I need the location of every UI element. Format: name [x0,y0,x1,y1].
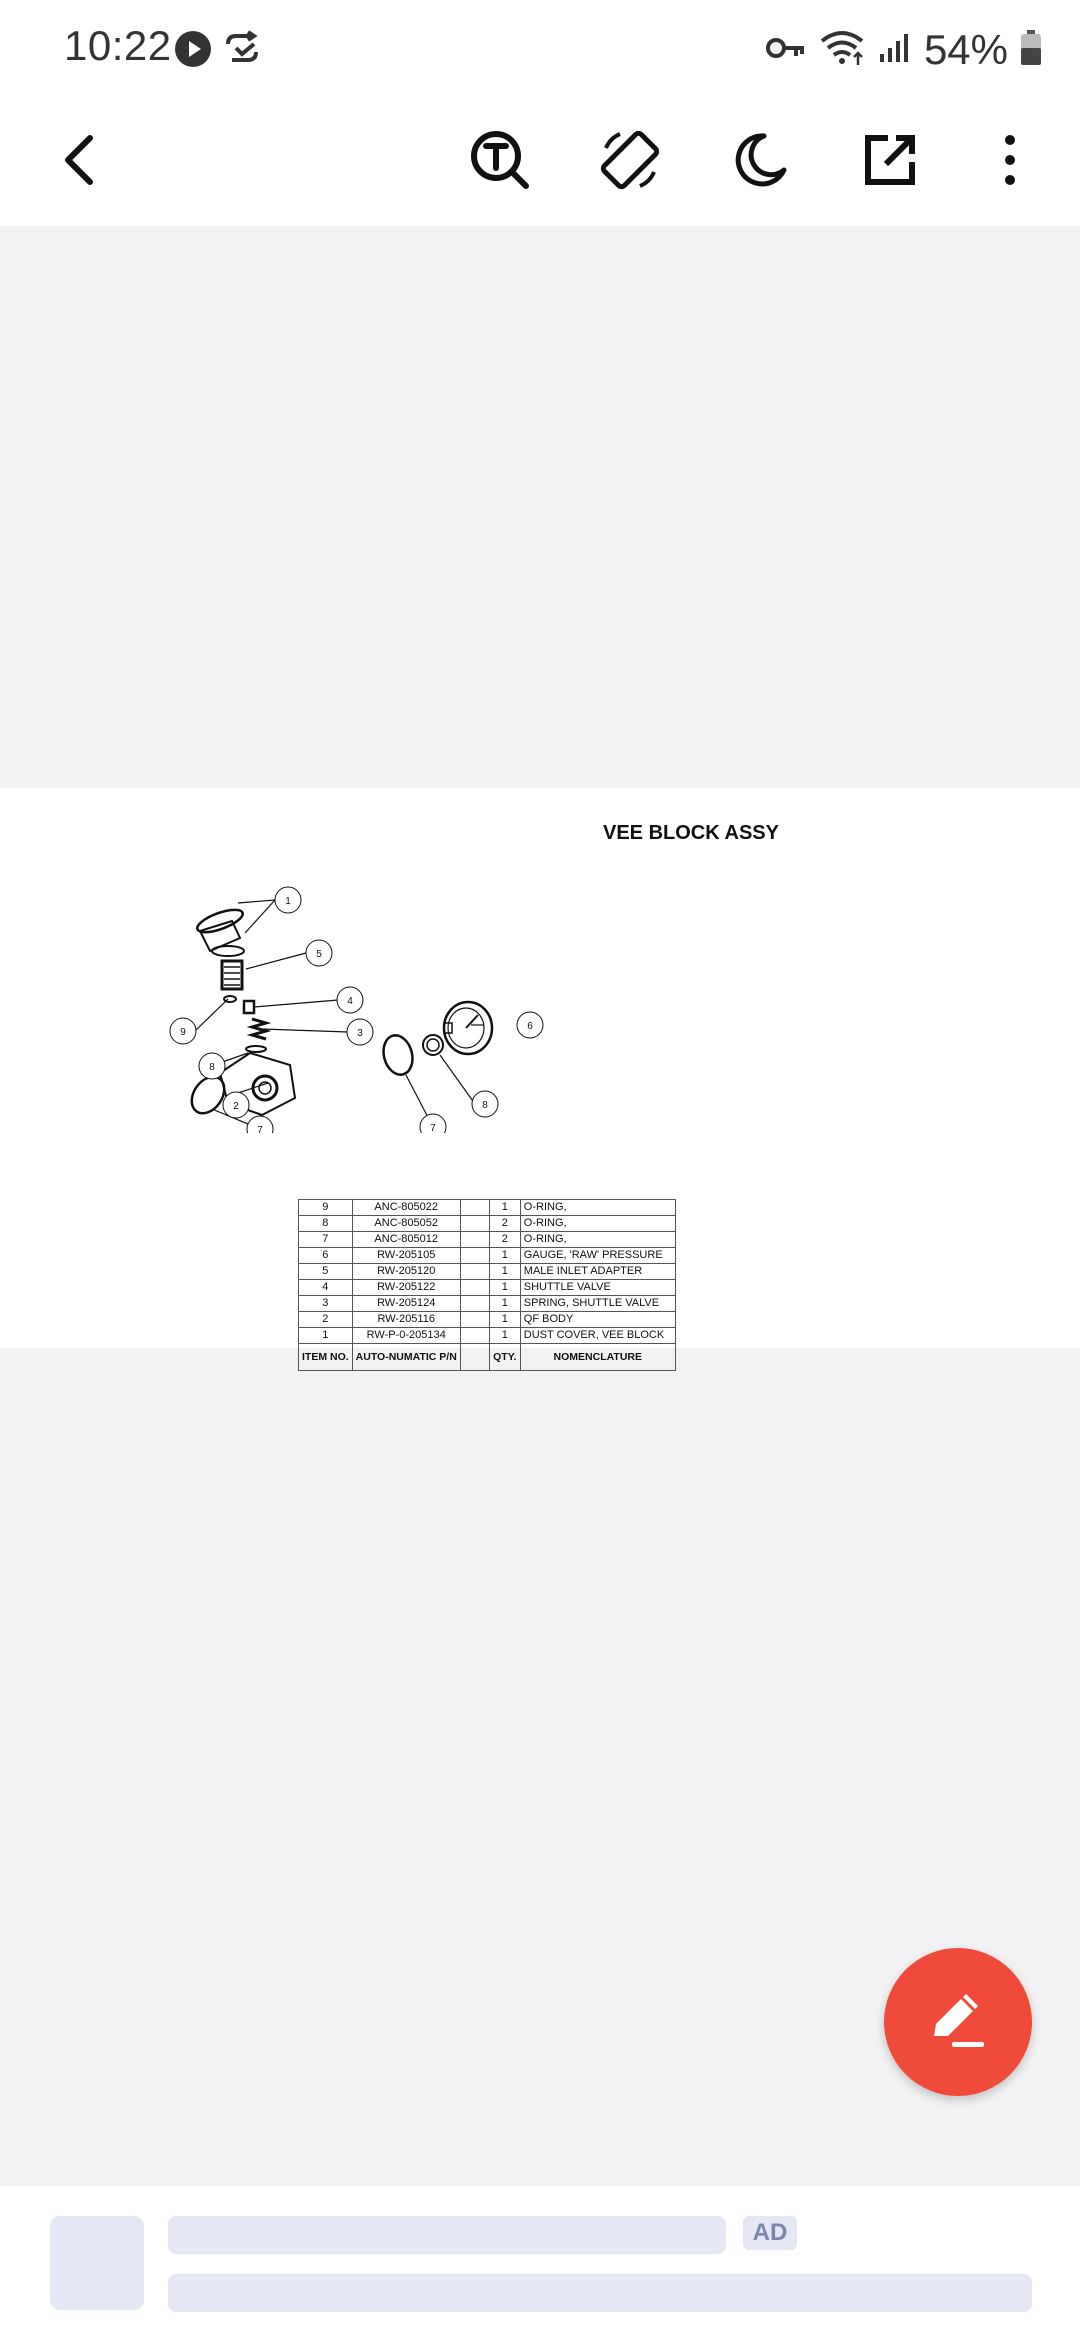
table-row: 5 RW-205120 1 MALE INLET ADAPTER [298,1263,676,1280]
table-row: 8 ANC-805052 2 O-RING, [298,1215,676,1232]
ad-badge: AD [743,2216,797,2250]
night-mode-button[interactable] [718,120,802,204]
battery-icon [1020,29,1042,71]
battery-percent: 54% [923,26,1008,73]
table-row: 9 ANC-805022 1 O-RING, [298,1199,676,1216]
table-row: 2 RW-205116 1 QF BODY [298,1311,676,1328]
table-row: 4 RW-205122 1 SHUTTLE VALVE [298,1279,676,1296]
top-toolbar [0,100,1080,226]
edit-icon [922,1984,994,2061]
callout-6: 6 [527,1021,533,1032]
document-page: VEE BLOCK ASSY [0,788,1080,1371]
text-search-button[interactable] [458,120,542,204]
rotate-icon [596,126,664,199]
parts-list-table: 9 ANC-805022 1 O-RING, 8 ANC-805052 2 O-… [298,1199,676,1371]
edit-fab-button[interactable] [884,1948,1032,2096]
callout-7-left: 7 [257,1125,263,1133]
table-row: 3 RW-205124 1 SPRING, SHUTTLE VALVE [298,1295,676,1312]
exploded-parts-diagram: 1 5 4 9 3 6 8 2 7 7 8 [169,886,544,1133]
back-icon [60,134,100,191]
more-options-button[interactable] [968,120,1052,204]
sync-check-icon [222,30,262,73]
night-mode-icon [730,130,790,195]
table-row: 1 RW-P-0-205134 1 DUST COVER, VEE BLOCK [298,1327,676,1344]
callout-7-right: 7 [430,1123,436,1133]
callout-5: 5 [316,949,322,960]
wifi-icon [818,29,866,72]
header-qty: QTY. [488,1343,521,1371]
status-bar: 10:22 54% [0,0,1080,100]
table-header-row: ITEM NO. AUTO-NUMATIC P/N QTY. NOMENCLAT… [298,1343,676,1371]
play-icon [174,30,212,73]
table-row: 6 RW-205105 1 GAUGE, 'RAW' PRESSURE [298,1247,676,1264]
status-time: 10:22 [64,22,172,69]
ad-body-placeholder [168,2274,1032,2312]
callout-8-left: 8 [209,1062,215,1073]
callout-bubbles [169,886,544,1133]
ad-image-placeholder [50,2216,144,2310]
rotate-button[interactable] [588,120,672,204]
more-vert-icon [1002,134,1018,191]
callout-9: 9 [180,1027,186,1038]
text-search-icon [468,128,532,197]
callout-8-right: 8 [482,1100,488,1111]
open-external-button[interactable] [848,120,932,204]
callout-3: 3 [357,1028,363,1039]
table-row: 7 ANC-805012 2 O-RING, [298,1231,676,1248]
document-viewer[interactable]: VEE BLOCK ASSY [0,226,1080,2186]
callout-1: 1 [285,896,291,907]
callout-4: 4 [347,996,353,1007]
header-item-no: ITEM NO. [298,1343,353,1371]
ad-banner[interactable]: AD [0,2186,1080,2340]
header-nomenclature: NOMENCLATURE [519,1343,676,1371]
ad-title-placeholder [168,2216,726,2254]
vpn-key-icon [765,33,806,68]
open-external-icon [862,132,918,193]
page-title: VEE BLOCK ASSY [603,822,779,844]
callout-2: 2 [233,1101,239,1112]
header-part-number: AUTO-NUMATIC P/N [351,1343,461,1371]
back-button[interactable] [38,120,122,204]
signal-icon [878,32,912,69]
